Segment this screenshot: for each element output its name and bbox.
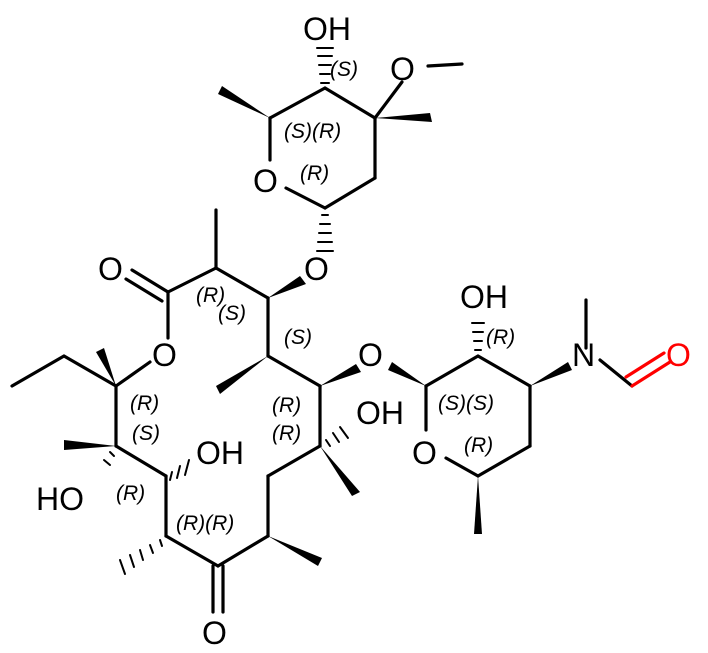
atom-o-ring-top: O — [253, 163, 278, 199]
stereo-label: (R) — [300, 162, 329, 185]
wedge-macro-methyl-left — [216, 356, 268, 394]
wedge-right-o-glycoside — [388, 362, 426, 386]
wedge-right-n — [530, 362, 572, 386]
wedge-macro-o-right — [320, 364, 361, 386]
atom-o-ring-right: O — [412, 435, 437, 471]
wedge-macro-methyl-leftside — [64, 440, 116, 450]
atom-oh-center: OH — [356, 395, 404, 431]
stereo-label: (S) — [330, 58, 358, 81]
wedge-macro-o-top — [268, 276, 306, 298]
atom-oh-sugar-right: OH — [460, 279, 508, 315]
atom-oh-mid: OH — [196, 435, 244, 471]
wedge-top-methyl-left — [218, 86, 270, 118]
atom-o-formyl: O — [666, 337, 691, 373]
hash-right-oh — [471, 322, 485, 351]
atom-o-ketone-bottom: O — [202, 615, 227, 651]
wedge-top-methyl-right — [375, 113, 432, 122]
hash-top-oh — [316, 47, 334, 84]
stereo-label: (R)(R) — [176, 512, 234, 535]
atom-o-methoxy: O — [390, 51, 415, 87]
atom-ho-left: HO — [36, 481, 84, 517]
hash-oh-mid — [169, 459, 190, 481]
stereo-label: (R) — [272, 394, 301, 417]
right-sugar-bonds — [424, 298, 672, 478]
atom-o-ketone-lactone: O — [98, 251, 123, 287]
stereo-label: (S) — [132, 422, 160, 445]
stereo-label: (R) — [464, 434, 493, 457]
wedge-macro-methyl-bottom — [268, 536, 322, 566]
wedge-macro-methyl-center — [320, 446, 360, 496]
stereo-label: (R) — [116, 482, 145, 505]
hash-oh-center — [325, 426, 349, 447]
stereo-label: (S)(S) — [438, 392, 494, 415]
atom-o-glycoside-right: O — [358, 337, 383, 373]
stereo-label: (S) — [284, 326, 312, 349]
wedge-right-methyl — [474, 476, 482, 534]
stereo-label: (S)(R) — [284, 120, 341, 143]
stereo-label: (R) — [196, 284, 225, 307]
top-sugar-bonds — [268, 62, 464, 210]
hash-methyl-bottom-left — [119, 539, 163, 575]
hash-glycoside-top — [316, 214, 334, 252]
atom-n-amine: N — [572, 337, 595, 373]
hash-ho-left — [103, 451, 115, 466]
atom-o-lactone-ring: O — [152, 337, 177, 373]
wedge-macro-ethyl — [96, 348, 116, 386]
stereo-label: (S) — [218, 302, 246, 325]
atom-oh-top: OH — [303, 11, 351, 47]
macrolide-bonds — [10, 208, 322, 614]
stereo-label: (R) — [272, 422, 301, 445]
atom-o-glycoside-top: O — [304, 251, 329, 287]
stereo-label: (R) — [486, 326, 515, 349]
stereo-label: (R) — [130, 392, 159, 415]
